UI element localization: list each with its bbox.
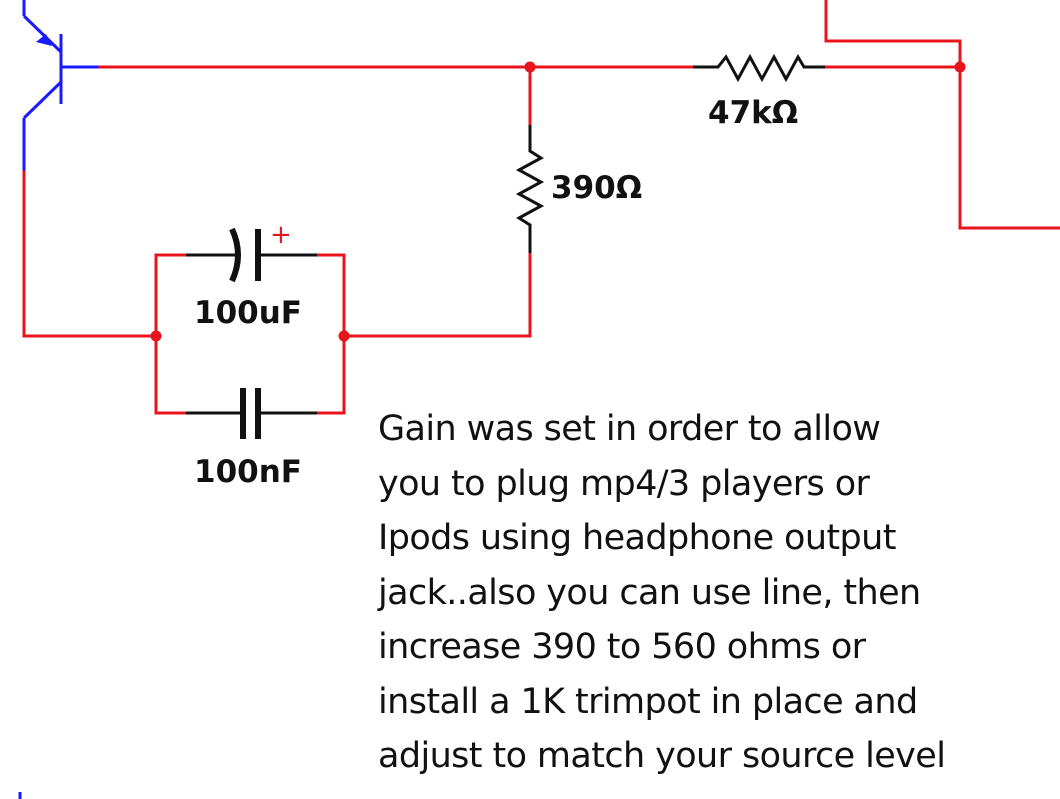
note-line: Gain was set in order to allow bbox=[378, 409, 881, 449]
capacitor-100nf: 100nF bbox=[186, 388, 317, 490]
capacitor-100uf: + 100uF bbox=[186, 220, 317, 331]
junction-nodes bbox=[150, 61, 966, 342]
note-line: adjust to match your source level bbox=[378, 736, 946, 776]
note-line: install a 1K trimpot in place and bbox=[378, 681, 918, 722]
note-line: Ipods using headphone output bbox=[378, 518, 896, 558]
capacitor-100uf-label: 100uF bbox=[194, 295, 302, 331]
transistor-symbol bbox=[18, 0, 100, 799]
note-line: increase 390 to 560 ohms or bbox=[378, 627, 866, 667]
note-line: you to plug mp4/3 players or bbox=[378, 463, 870, 504]
resistor-47k: 47kΩ bbox=[693, 53, 825, 131]
gain-note: Gain was set in order to allow you to pl… bbox=[378, 402, 1058, 784]
capacitor-100nf-label: 100nF bbox=[194, 454, 302, 490]
note-line: jack..also you can use line, then bbox=[378, 572, 921, 613]
resistor-47k-label: 47kΩ bbox=[708, 95, 798, 131]
polarity-plus-mark: + bbox=[270, 220, 292, 250]
resistor-390-label: 390Ω bbox=[551, 170, 642, 206]
resistor-390: 390Ω bbox=[515, 125, 642, 253]
